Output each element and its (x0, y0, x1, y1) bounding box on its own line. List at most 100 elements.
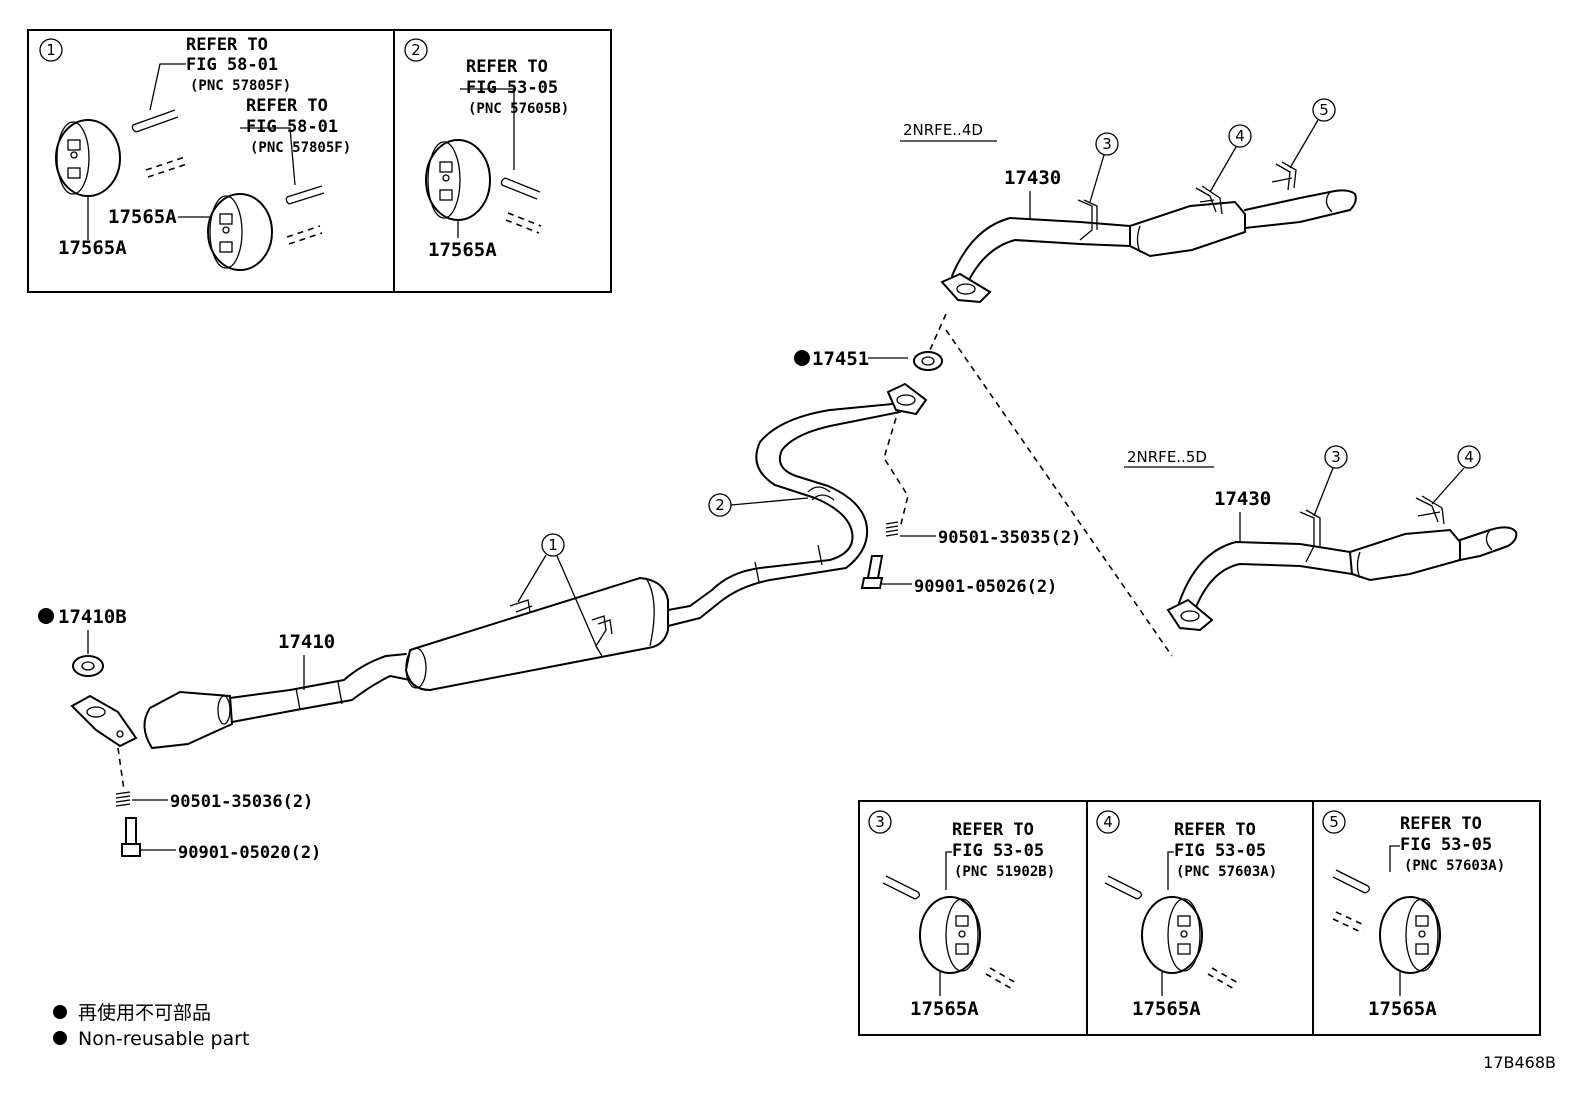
inset-2: 2 REFER TO FIG 53-05 (PNC 57605B) 17565A (404, 38, 569, 261)
front-flange (70, 694, 138, 748)
variant-4d-assembly: 2NRFE..4D 17430 3 4 5 (900, 98, 1357, 304)
inset-2-pnc: (PNC 57605B) (468, 101, 569, 117)
callout-5-4d-circle (1312, 98, 1336, 122)
inset-2-number: 2 (411, 41, 421, 59)
inset-4-part[interactable]: 17565A (1132, 998, 1201, 1020)
callout-3-5d: 3 (1331, 448, 1341, 466)
bolt-90501-35035[interactable]: 90501-35035(2) (938, 528, 1081, 548)
catalytic-converter (143, 690, 234, 750)
muffler-5d (1348, 528, 1461, 582)
variant-4d-label: 2NRFE..4D (903, 121, 983, 139)
hanger-1a-on-muffler (509, 599, 533, 613)
bolt-90501-35036[interactable]: 90501-35036(2) (170, 792, 313, 812)
part-17430-4d[interactable]: 17430 (1004, 167, 1061, 189)
inset-4-rod-dashed (1207, 967, 1241, 991)
pipe-ring-c (337, 681, 343, 705)
inset-4-rod (1104, 875, 1143, 900)
inset-frame-top (27, 29, 612, 293)
inset-1-fig-b[interactable]: FIG 58-01 (246, 117, 338, 137)
inset-5-fig[interactable]: FIG 53-05 (1400, 835, 1492, 855)
inset-2-hanger (425, 139, 491, 221)
callout-1-leader-b (556, 555, 599, 651)
inset-5-rod (1332, 869, 1371, 894)
callout-3-5d-circle (1324, 445, 1348, 469)
tailpipe-4d-upper (951, 217, 1131, 277)
muffler-rear-seam (645, 577, 655, 647)
muffler-5d-seam (1356, 551, 1361, 579)
callout-1-circle (541, 533, 565, 557)
part-17410[interactable]: 17410 (278, 631, 335, 653)
inset-2-refer[interactable]: REFER TO (466, 57, 548, 77)
callout-5-4d: 5 (1319, 101, 1329, 119)
callout-4-5d-circle (1457, 445, 1481, 469)
inset-1-part-b[interactable]: 17565A (108, 206, 177, 228)
part-17410b[interactable]: 17410B (58, 606, 127, 628)
inset-4-pnc: (PNC 57603A) (1176, 864, 1277, 880)
inset-2-number-circle (404, 38, 428, 62)
non-reusable-dot-17451 (794, 350, 810, 366)
outlet-5d (1459, 526, 1518, 561)
inset-1-rod-b (285, 185, 325, 205)
part-17451[interactable]: 17451 (812, 348, 869, 370)
hanger-5-4d (1271, 161, 1297, 191)
inset-1-refer-a[interactable]: REFER TO (186, 35, 268, 55)
inset-1-part-a[interactable]: 17565A (58, 237, 127, 259)
inset-4-fig[interactable]: FIG 53-05 (1174, 841, 1266, 861)
inset-2-part[interactable]: 17565A (428, 239, 497, 261)
center-pipe-bend-outer (755, 403, 893, 561)
bolt-90901-05026-drawing (860, 555, 884, 589)
inset-4-refer[interactable]: REFER TO (1174, 820, 1256, 840)
inset-1-hanger-b (207, 193, 273, 271)
callout-4-5d: 4 (1464, 448, 1474, 466)
inset-3-number-circle (868, 810, 892, 834)
hanger-2-on-pipe (807, 486, 835, 501)
callout-4-4d: 4 (1235, 127, 1245, 145)
tailpipe-5d-lower (1193, 563, 1353, 613)
legend-dot-en (53, 1031, 67, 1045)
inset-5-part[interactable]: 17565A (1368, 998, 1437, 1020)
inset-3-part[interactable]: 17565A (910, 998, 979, 1020)
inset-3-leader (945, 851, 952, 890)
dashed-connector-5d (945, 329, 1173, 657)
callout-3-4d: 3 (1102, 135, 1112, 153)
bolt-90901-05020-drawing (121, 817, 141, 857)
inset-4-number-circle (1096, 810, 1120, 834)
inset-3-refer[interactable]: REFER TO (952, 820, 1034, 840)
inset-3-number: 3 (875, 813, 885, 831)
bolt-90901-05020[interactable]: 90901-05020(2) (178, 843, 321, 863)
outlet-4d-tip (1325, 191, 1333, 213)
callout-1-leader-a (517, 554, 547, 603)
figure-code: 17B468B (1483, 1053, 1556, 1072)
inset-box-3-4-5 (858, 800, 1541, 1036)
callout-1: 1 (548, 536, 558, 554)
pipe-ring-d (295, 687, 301, 711)
part-17430-5d[interactable]: 17430 (1214, 488, 1271, 510)
legend-japanese: 再使用不可部品 (78, 1002, 211, 1024)
hanger-3-4d (1077, 199, 1098, 241)
center-pipe-17410: 1 2 17410 (70, 382, 928, 750)
flange-4d (940, 272, 992, 304)
gasket-17410b: 17410B (38, 606, 127, 677)
inset-1-refer-b[interactable]: REFER TO (246, 96, 328, 116)
muffler-4d (1129, 200, 1246, 258)
center-flange-fasteners: 90501-35035(2) 90901-05026(2) (860, 417, 1081, 597)
inset-2-leader (460, 88, 515, 170)
non-reusable-dot-17410b (38, 608, 54, 624)
inset-1: 1 REFER TO FIG 58-01 (PNC 57805F) REFER … (39, 35, 351, 271)
inset-3-hanger (919, 896, 981, 974)
inset-5-refer[interactable]: REFER TO (1400, 814, 1482, 834)
center-pipe-mid-upper (667, 559, 831, 611)
inset-3-fig[interactable]: FIG 53-05 (952, 841, 1044, 861)
inset-2-fig[interactable]: FIG 53-05 (466, 78, 558, 98)
center-pipe-bend-inner (778, 411, 901, 569)
inset-1-fig-a[interactable]: FIG 58-01 (186, 55, 278, 75)
bolt-90901-05026[interactable]: 90901-05026(2) (914, 577, 1057, 597)
dashed-spring-line (883, 417, 909, 529)
hanger-3-5d (1299, 509, 1321, 563)
hanger-4-4d (1195, 185, 1223, 215)
inset-1-rod-a (131, 109, 179, 133)
hanger-4-5d (1415, 495, 1445, 525)
variant-5d-assembly: 2NRFE..5D 17430 3 4 (1124, 445, 1518, 632)
tailpipe-4d-lower (967, 239, 1131, 283)
inset-3: 3 REFER TO FIG 53-05 (PNC 51902B) 17565A (868, 810, 1055, 1020)
